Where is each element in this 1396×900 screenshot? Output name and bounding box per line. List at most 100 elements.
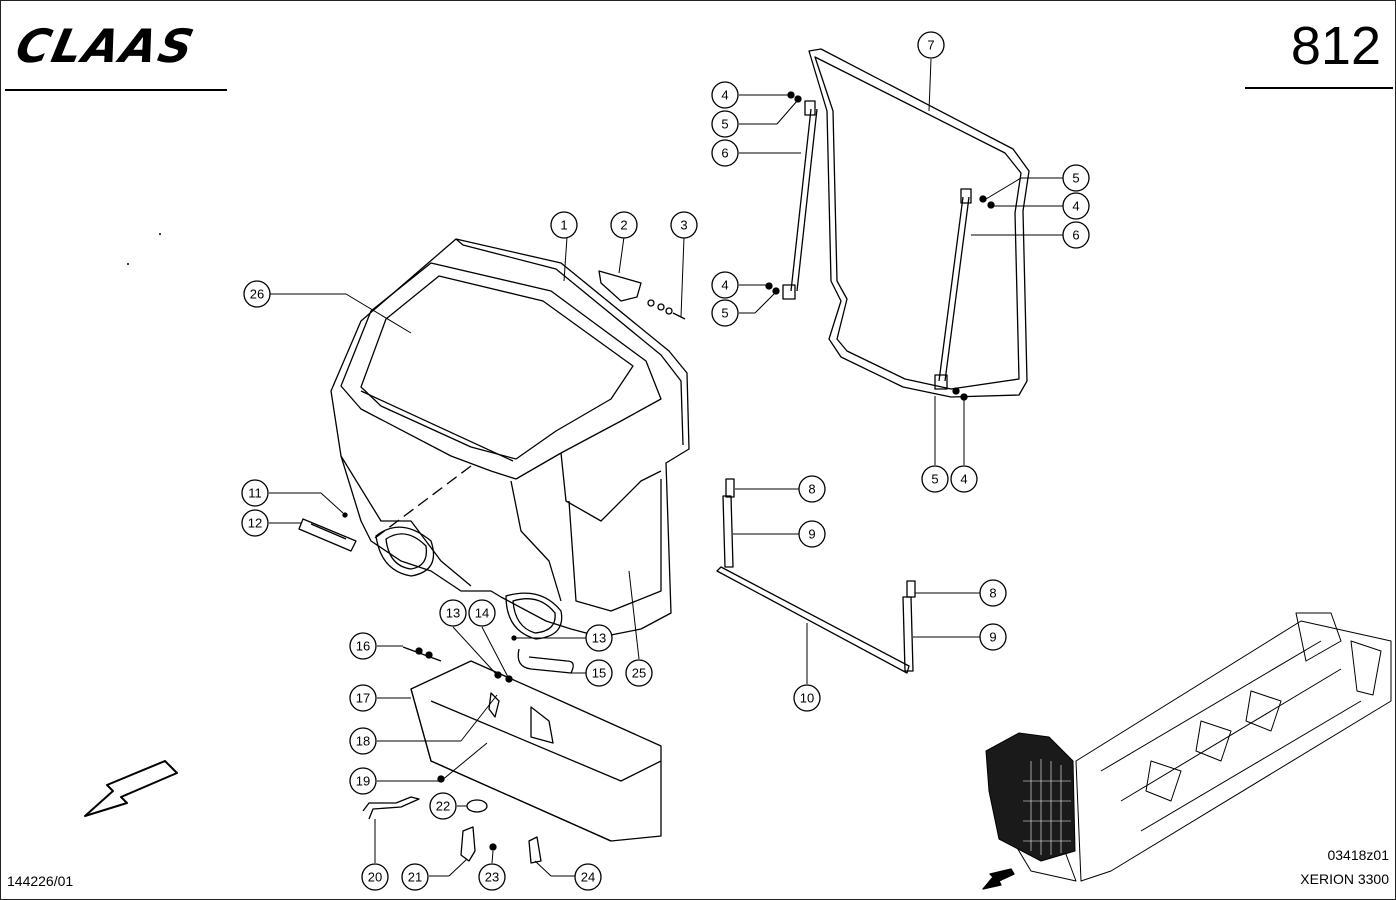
callout-label: 8 xyxy=(808,482,815,497)
callout-11: 11 xyxy=(241,479,269,507)
callout-20: 20 xyxy=(361,863,389,891)
figure-reference: 03418z01 xyxy=(1327,847,1389,863)
callout-circle xyxy=(917,31,945,59)
latch-hook xyxy=(460,826,476,862)
callout-circle xyxy=(711,271,739,299)
callout-circle xyxy=(574,863,602,891)
callout-label: 1 xyxy=(560,218,567,233)
direction-arrow-small xyxy=(982,868,1015,890)
callout-circle xyxy=(349,727,377,755)
callout-label: 22 xyxy=(436,799,450,814)
page-number-divider xyxy=(1245,87,1393,89)
callout-circle xyxy=(950,465,978,493)
callout-label: 7 xyxy=(927,38,934,53)
callout-circle xyxy=(979,623,1007,651)
callout-circle xyxy=(241,479,269,507)
callout-label: 10 xyxy=(800,691,814,706)
callout-circle xyxy=(625,659,653,687)
callout-label: 9 xyxy=(808,527,815,542)
callout-circle xyxy=(349,684,377,712)
callout-label: 14 xyxy=(475,606,489,621)
callout-label: 5 xyxy=(1072,171,1079,186)
callout-label: 18 xyxy=(356,734,370,749)
callout-16: 16 xyxy=(349,632,377,660)
callout-label: 9 xyxy=(989,630,996,645)
callout-4: 4 xyxy=(711,271,739,299)
callout-4: 4 xyxy=(1062,192,1090,220)
callout-12: 12 xyxy=(241,509,269,537)
callout-18: 18 xyxy=(349,727,377,755)
callout-label: 4 xyxy=(721,88,728,103)
callout-circle xyxy=(711,139,739,167)
emblem-plate xyxy=(298,518,357,552)
callout-circle xyxy=(349,767,377,795)
callout-5: 5 xyxy=(711,110,739,138)
callout-label: 2 xyxy=(620,218,627,233)
latch-bracket xyxy=(528,836,542,864)
brand-divider xyxy=(5,89,227,91)
callout-3: 3 xyxy=(670,211,698,239)
seal-strip-bottom xyxy=(716,478,916,674)
callout-label: 13 xyxy=(592,631,606,646)
callout-label: 4 xyxy=(960,472,967,487)
callout-label: 11 xyxy=(248,486,262,501)
callout-1: 1 xyxy=(550,211,578,239)
callout-23: 23 xyxy=(478,863,506,891)
callout-circle xyxy=(241,509,269,537)
gas-strut-right xyxy=(934,188,972,390)
callout-7: 7 xyxy=(917,31,945,59)
callout-circle xyxy=(401,863,429,891)
callout-circle xyxy=(670,211,698,239)
callout-label: 5 xyxy=(721,306,728,321)
model-name: XERION 3300 xyxy=(1300,871,1389,887)
callout-circle xyxy=(711,110,739,138)
callout-circle xyxy=(361,863,389,891)
washer xyxy=(466,799,488,813)
callout-circle xyxy=(585,624,613,652)
callout-label: 24 xyxy=(581,870,595,885)
callout-19: 19 xyxy=(349,767,377,795)
callout-circle xyxy=(439,599,467,627)
callout-label: 8 xyxy=(989,586,996,601)
callout-label: 13 xyxy=(446,606,460,621)
callout-22: 22 xyxy=(429,792,457,820)
bolt xyxy=(402,646,442,662)
callout-circle xyxy=(468,599,496,627)
callout-label: 5 xyxy=(931,472,938,487)
drawing-number: 144226/01 xyxy=(7,873,74,889)
callout-24: 24 xyxy=(574,863,602,891)
callout-circle xyxy=(349,632,377,660)
callout-circle xyxy=(1062,164,1090,192)
callout-4: 4 xyxy=(950,465,978,493)
callout-label: 4 xyxy=(1072,199,1079,214)
callout-5: 5 xyxy=(921,465,949,493)
callout-13: 13 xyxy=(439,599,467,627)
callout-label: 3 xyxy=(680,218,687,233)
callout-label: 21 xyxy=(408,870,422,885)
gas-strut-left xyxy=(782,100,818,300)
callout-circle xyxy=(1062,192,1090,220)
callout-circle xyxy=(798,475,826,503)
callout-10: 10 xyxy=(793,684,821,712)
callout-26: 26 xyxy=(243,280,271,308)
callout-15: 15 xyxy=(585,659,613,687)
direction-arrow-large xyxy=(84,760,178,817)
callout-circle xyxy=(243,280,271,308)
hood-bracket xyxy=(598,270,686,320)
callout-circle xyxy=(610,211,638,239)
callout-label: 5 xyxy=(721,117,728,132)
callout-2: 2 xyxy=(610,211,638,239)
callout-circle xyxy=(793,684,821,712)
callout-circle xyxy=(550,211,578,239)
callout-circle xyxy=(478,863,506,891)
callout-label: 15 xyxy=(592,666,606,681)
callout-label: 17 xyxy=(356,691,370,706)
callout-label: 26 xyxy=(250,287,264,302)
page-number: 812 xyxy=(1290,16,1381,76)
callout-label: 19 xyxy=(356,774,370,789)
callout-label: 12 xyxy=(248,516,262,531)
machine-overview-thumbnail xyxy=(985,612,1392,882)
callout-circle xyxy=(921,465,949,493)
